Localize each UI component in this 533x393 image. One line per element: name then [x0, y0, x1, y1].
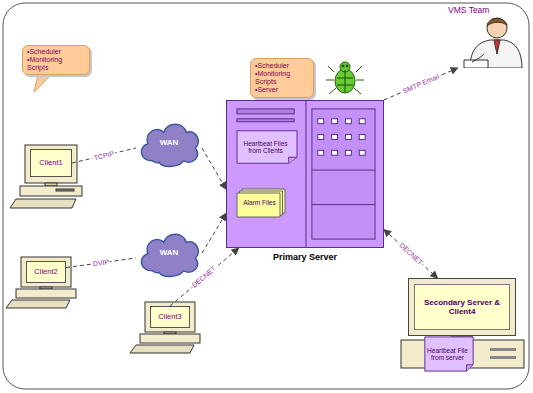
bullet-item: •Scheduler: [255, 62, 309, 70]
client-label: Client3: [158, 313, 181, 322]
alarm-files: Alarm Files: [236, 188, 286, 218]
connector: [202, 213, 226, 253]
bullet-item: •Monitoring Scripts: [255, 70, 309, 86]
person-icon: [460, 14, 528, 68]
computer-body: [6, 257, 76, 308]
team-label: VMS Team: [448, 6, 533, 16]
outer-frame: [3, 3, 529, 389]
client-computer: Client2: [26, 261, 66, 283]
connector: [202, 148, 226, 189]
file-document: Heartbeat Files from Clients: [236, 130, 298, 164]
file-document: Heartbeat File from server: [424, 336, 474, 372]
callout-bubble: •Scheduler•Monitoring Scripts•Server: [250, 58, 314, 98]
bullet-item: •Monitoring Scripts: [27, 56, 85, 72]
connector: [384, 230, 438, 278]
team-icon: VMS Team: [440, 4, 528, 68]
connector-label: SMTP Email: [401, 72, 441, 95]
monitor: Secondary Server & Client4: [408, 278, 516, 336]
secondary-server: Secondary Server & Client4Heartbeat File…: [400, 278, 525, 374]
bug-icon: [326, 62, 364, 94]
client-computer: Client3: [150, 306, 190, 328]
wan-cloud: WAN: [136, 118, 202, 168]
file-label: Alarm Files: [243, 199, 276, 206]
connector: [66, 258, 136, 268]
client-label: Client2: [34, 268, 57, 277]
connector: [72, 148, 136, 163]
client-computer: Client1: [30, 149, 72, 177]
file-label: Heartbeat File from server: [427, 347, 468, 362]
connector-label: TCPIP: [92, 149, 116, 162]
bullet-item: •Scheduler: [27, 48, 85, 56]
client-label: Client1: [39, 159, 62, 168]
connector-label: DECNET: [397, 241, 425, 267]
bullet-item: •Server: [255, 86, 309, 94]
primary-server: Primary Server Heartbeat Files from Clien…: [226, 100, 384, 262]
server-details: [227, 101, 383, 247]
wan-cloud: WAN: [136, 228, 202, 278]
wan-label: WAN: [160, 248, 179, 257]
server-box: [226, 100, 384, 248]
monitor-screen: Secondary Server & Client4: [414, 284, 510, 330]
file-label: Heartbeat Files from Clients: [239, 140, 292, 155]
computer-body: [130, 302, 200, 353]
connector: [384, 68, 458, 100]
screen-label: Secondary Server & Client4: [418, 298, 506, 316]
callout-bubble: •Scheduler•Monitoring Scripts: [22, 45, 90, 75]
wan-label: WAN: [160, 138, 179, 147]
connector-label: DVIP: [91, 258, 110, 268]
computer-body: [10, 145, 82, 208]
server-label: Primary Server: [273, 252, 337, 262]
